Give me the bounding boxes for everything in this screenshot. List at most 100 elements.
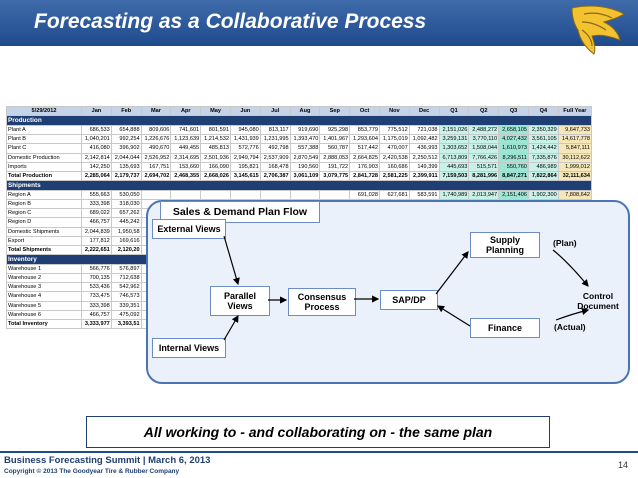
table-cell: 1,401,967 [319,134,351,145]
table-cell: 190,560 [289,161,321,172]
table-cell: 700,135 [81,273,112,284]
table-cell: 7,335,876 [527,152,559,163]
table-cell: 6,713,809 [438,152,470,163]
column-header: Full Year [557,105,593,117]
table-cell: 1,040,201 [81,134,112,145]
table-cell: 8,281,996 [468,170,500,181]
table-cell: 2,151,406 [498,189,529,201]
table-cell [289,189,321,201]
column-header: May [200,105,231,117]
table-cell: 2,841,728 [349,170,380,181]
table-cell: 135,693 [110,161,142,172]
table-cell: 576,897 [110,263,142,275]
table-cell: 333,398 [81,199,112,210]
table-cell: 492,798 [259,143,291,154]
table-cell: 8,847,271 [498,170,529,181]
table-cell: 2,222,651 [81,244,112,255]
table-cell [319,189,351,201]
table-cell: 142,250 [81,161,112,172]
page-number: 14 [617,460,628,470]
column-header: Nov [378,105,410,117]
table-cell: 4,027,432 [498,134,529,145]
table-cell: 1,508,044 [468,143,500,154]
footer-divider [0,451,638,453]
plan-note: (Plan) [553,238,577,248]
column-header: Jan [81,105,112,117]
table-cell: 3,393,51 [110,318,142,329]
table-cell: 533,436 [81,282,112,293]
table-cell: 466,757 [81,309,112,320]
table-cell: 801,591 [200,125,231,136]
table-cell: 2,537,909 [259,152,291,163]
sheet-date: 5/29/2012 [6,105,82,117]
table-cell: 195,821 [229,161,261,172]
column-header: Oct [349,105,380,117]
table-cell: 530,050 [110,189,142,201]
table-cell: 445,242 [110,217,142,228]
table-cell: 2,179,737 [110,170,142,181]
table-cell: 2,949,794 [229,152,261,163]
table-cell: 485,813 [200,143,231,154]
table-cell: 3,061,109 [289,170,321,181]
section-header: Shipments [6,179,592,191]
table-cell: 775,512 [378,125,410,136]
table-cell: 2,664,825 [349,152,380,163]
table-cell: 2,668,026 [200,170,231,181]
table-cell: 560,787 [319,143,351,154]
section-title: Shipments [6,179,592,191]
table-cell: 169,616 [110,235,142,246]
table-cell: 3,333,977 [81,318,112,329]
row-label: Region D [6,217,82,228]
footer-copyright: Copyright © 2013 The Goodyear Tire & Rub… [4,468,180,475]
row-label: Plant B [6,134,82,145]
table-cell: 1,610,973 [498,143,529,154]
table-cell: 333,398 [81,300,112,311]
row-label: Warehouse 2 [6,273,82,284]
column-header: Sep [319,105,351,117]
row-label: Warehouse 3 [6,282,82,293]
supply-planning-box: Supply Planning [470,232,540,258]
table-cell: 466,757 [81,217,112,228]
finance-box: Finance [470,318,540,338]
table-cell: 318,030 [110,199,142,210]
table-cell: 2,142,814 [81,152,112,163]
table-cell: 475,092 [110,309,142,320]
table-cell: 7,822,864 [527,170,559,181]
summary-banner: All working to - and collaborating on - … [86,416,550,448]
table-cell: 3,079,775 [319,170,351,181]
table-cell: 2,488,272 [468,125,500,136]
table-cell: 2,285,064 [81,170,112,181]
table-cell: 2,706,387 [259,170,291,181]
column-header: Dec [408,105,440,117]
row-label: Export [6,235,82,246]
table-cell: 490,670 [140,143,172,154]
table-cell: 1,303,652 [438,143,470,154]
table-cell: 517,442 [349,143,380,154]
table-cell: 3,145,615 [229,170,261,181]
table-cell: 396,902 [110,143,142,154]
table-cell: 686,533 [81,125,112,136]
table-cell: 160,686 [378,161,410,172]
table-cell: 30,112,622 [557,152,593,163]
table-cell: 657,262 [110,208,142,219]
table-cell: 542,962 [110,282,142,293]
table-cell: 7,159,503 [438,170,470,181]
table-cell [259,189,291,201]
table-cell: 191,722 [319,161,351,172]
table-cell: 2,420,538 [378,152,410,163]
table-cell: 1,214,532 [200,134,231,145]
table-cell: 1,424,442 [527,143,559,154]
table-cell: 416,080 [81,143,112,154]
section-header: Production [6,115,592,127]
table-cell: 2,581,225 [378,170,410,181]
row-label: Region A [6,189,82,201]
table-cell: 1,175,019 [378,134,410,145]
table-cell: 550,760 [498,161,529,172]
column-header: Aug [289,105,321,117]
column-header: Apr [170,105,202,117]
slide-title: Forecasting as a Collaborative Process [34,10,427,33]
